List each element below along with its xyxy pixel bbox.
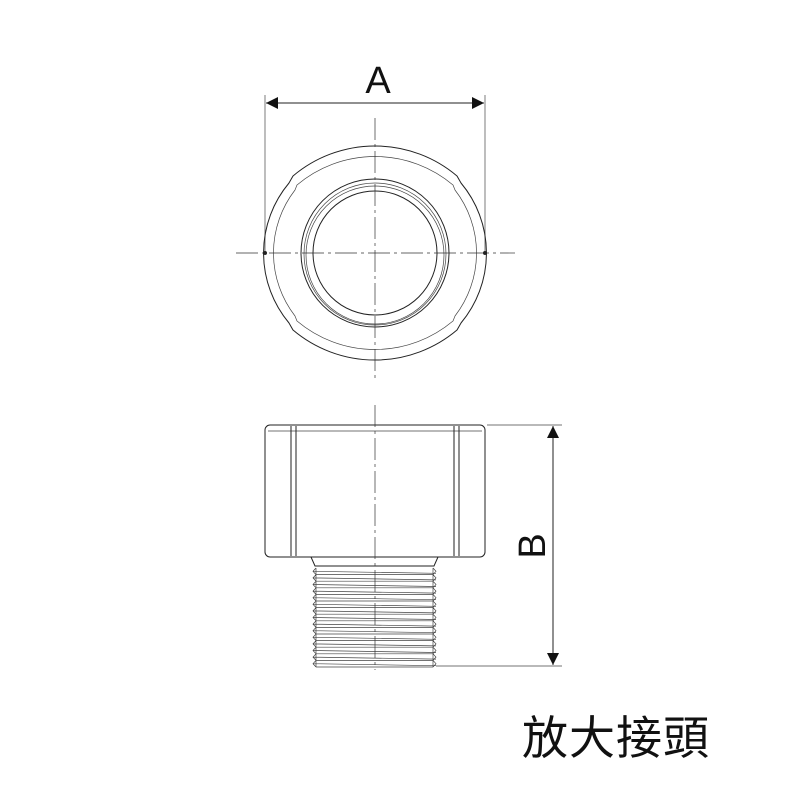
part-title: 放大接頭	[522, 711, 710, 765]
dimension-a-label: A	[365, 60, 391, 102]
outer-profile-inner-edge	[273, 156, 477, 350]
thread-lines	[312, 567, 437, 668]
top-view	[236, 118, 515, 380]
dimension-b-label: B	[512, 533, 554, 558]
dimension-b: B	[436, 424, 562, 667]
side-view	[264, 405, 486, 670]
neck	[310, 556, 439, 567]
male-thread	[312, 567, 437, 668]
dimension-a: A	[264, 60, 486, 253]
outer-profile	[263, 145, 487, 361]
